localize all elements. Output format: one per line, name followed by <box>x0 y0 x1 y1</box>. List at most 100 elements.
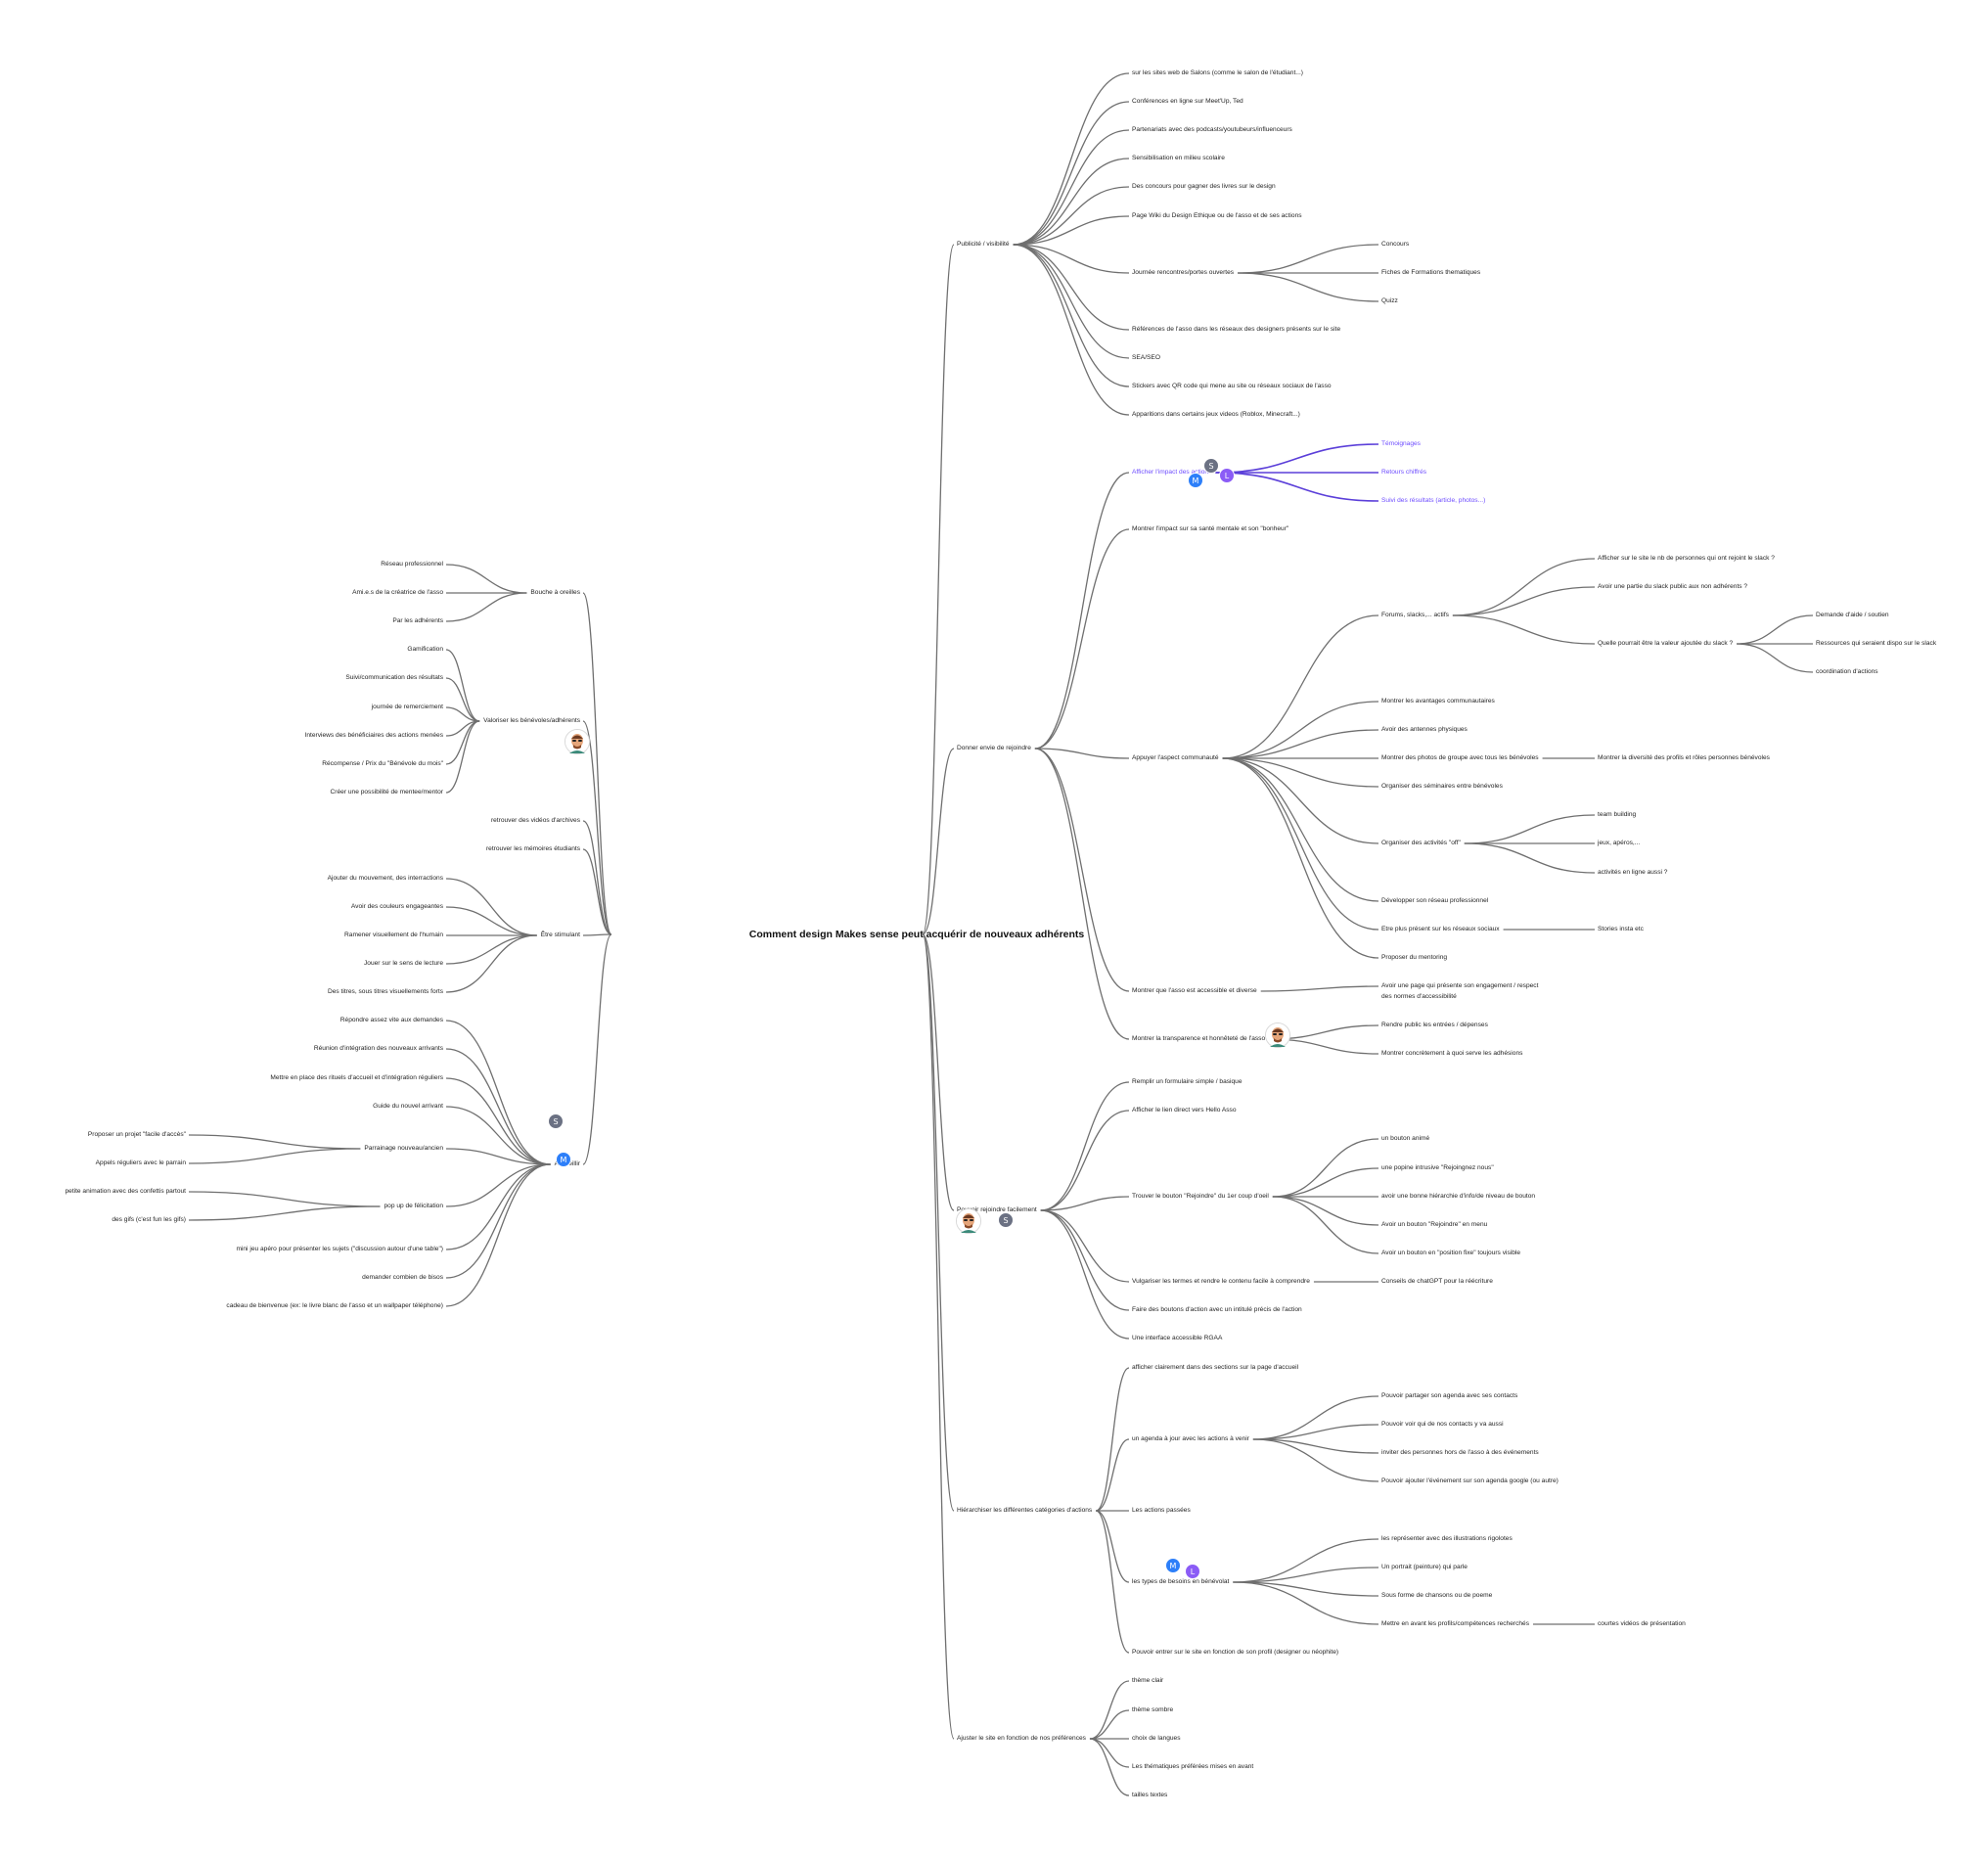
mindmap-node-r1h[interactable]: Références de l'asso dans les réseaux de… <box>1132 326 1341 333</box>
mindmap-node-r2a1[interactable]: Témoignages <box>1381 440 1421 447</box>
mindmap-node-r2e2[interactable]: Montrer concrètement à quoi serve les ad… <box>1381 1050 1523 1057</box>
mindmap-node-r2c6b[interactable]: jeux, apéros,... <box>1598 840 1641 846</box>
mindmap-node-r1k[interactable]: Apparitions dans certains jeux videos (R… <box>1132 411 1300 418</box>
mindmap-node-r1g2[interactable]: Fiches de Formations thematiques <box>1381 269 1481 276</box>
mindmap-node-l6g[interactable]: mini jeu apéro pour présenter les sujets… <box>236 1246 443 1252</box>
mindmap-node-r4c[interactable]: Les actions passées <box>1132 1507 1191 1514</box>
mindmap-node-r2d[interactable]: Montrer que l'asso est accessible et div… <box>1132 987 1257 994</box>
mindmap-node-r4[interactable]: Hiérarchiser les différentes catégories … <box>957 1507 1093 1514</box>
mindmap-node-l6f2[interactable]: des gifs (c'est fun les gifs) <box>112 1216 186 1223</box>
mindmap-node-r4b3[interactable]: inviter des personnes hors de l'asso à d… <box>1381 1449 1539 1456</box>
mindmap-node-r4b[interactable]: un agenda à jour avec les actions à veni… <box>1132 1435 1249 1442</box>
mindmap-node-l6b[interactable]: Réunion d'intégration des nouveaux arriv… <box>313 1045 443 1052</box>
mindmap-node-r2c6c[interactable]: activités en ligne aussi ? <box>1598 869 1668 876</box>
collaborator-avatar[interactable]: S <box>548 1113 564 1129</box>
mindmap-node-r3d1[interactable]: Conseils de chatGPT pour la réécriture <box>1381 1278 1493 1285</box>
mindmap-node-r4d4[interactable]: Mettre en avant les profils/compétences … <box>1381 1620 1529 1627</box>
collaborator-avatar[interactable]: M <box>1188 473 1203 488</box>
mindmap-node-r1c[interactable]: Partenariats avec des podcasts/youtubeur… <box>1132 126 1292 133</box>
collaborator-avatar[interactable]: M <box>1165 1558 1181 1573</box>
mindmap-node-r2c5[interactable]: Organiser des séminaires entre bénévoles <box>1381 783 1503 790</box>
mindmap-node-r2c1[interactable]: Forums, slacks,... actifs <box>1381 612 1449 618</box>
mindmap-node-r1b[interactable]: Conférences en ligne sur Meet'Up, Ted <box>1132 98 1243 105</box>
mindmap-node-l6f[interactable]: pop up de félicitation <box>384 1203 444 1209</box>
mindmap-node-r4d2[interactable]: Un portrait (peinture) qui parle <box>1381 1564 1468 1570</box>
mindmap-node-r2c[interactable]: Appuyer l'aspect communauté <box>1132 754 1219 761</box>
mindmap-node-r4d[interactable]: les types de besoins en bénévolat <box>1132 1578 1230 1585</box>
mindmap-node-r3c1[interactable]: un bouton animé <box>1381 1135 1430 1142</box>
mindmap-node-r3c5[interactable]: Avoir un bouton en "position fixe" toujo… <box>1381 1250 1521 1256</box>
mindmap-node-l4[interactable]: retrouver les mémoires étudiants <box>485 845 580 852</box>
mindmap-node-r3c[interactable]: Trouver le bouton "Rejoindre" du 1er cou… <box>1132 1193 1269 1200</box>
mindmap-node-r2c1c1[interactable]: Demande d'aide / soutien <box>1816 612 1889 618</box>
mindmap-node-r2c2[interactable]: Montrer les avantages communautaires <box>1381 698 1495 704</box>
mindmap-node-r5c[interactable]: choix de langues <box>1132 1735 1181 1742</box>
mindmap-node-r2a[interactable]: Afficher l'impact des actions <box>1132 469 1212 476</box>
mindmap-node-r3a[interactable]: Remplir un formulaire simple / basique <box>1132 1078 1242 1085</box>
mindmap-node-r1i[interactable]: SEA/SEO <box>1132 354 1160 361</box>
mindmap-node-r2a3[interactable]: Suivi des résultats (article, photos...) <box>1381 497 1486 504</box>
mindmap-node-l2[interactable]: Valoriser les bénévoles/adhérents <box>483 717 580 724</box>
mindmap-node-r3c4[interactable]: Avoir un bouton "Rejoindre" en menu <box>1381 1221 1488 1228</box>
mindmap-node-r2c8[interactable]: Etre plus présent sur les réseaux sociau… <box>1381 926 1500 932</box>
mindmap-node-r1j[interactable]: Stickers avec QR code qui mene au site o… <box>1132 383 1332 389</box>
mindmap-node-r4d3[interactable]: Sous forme de chansons ou de poeme <box>1381 1592 1493 1599</box>
mindmap-node-r1e[interactable]: Des concours pour gagner des livres sur … <box>1132 183 1276 190</box>
mindmap-node-l2f[interactable]: Créer une possibilité de mentee/mentor <box>330 789 443 795</box>
mindmap-node-l2b[interactable]: Suivi/communication des résultats <box>345 674 443 681</box>
mindmap-node-r2c9[interactable]: Proposer du mentoring <box>1381 954 1448 961</box>
mindmap-node-r1d[interactable]: Sensibilisation en milieu scolaire <box>1132 155 1225 161</box>
mindmap-node-r2c1c3[interactable]: coordination d'actions <box>1816 668 1878 675</box>
mindmap-node-r4d1[interactable]: les représenter avec des illustrations r… <box>1381 1535 1513 1542</box>
mindmap-node-r2c4a[interactable]: Montrer la diversité des profils et rôle… <box>1598 754 1770 761</box>
mindmap-node-r4d4a[interactable]: courtes vidéos de présentation <box>1598 1620 1686 1627</box>
mindmap-node-r3f[interactable]: Une interface accessible RGAA <box>1132 1335 1223 1341</box>
mindmap-node-r2e1[interactable]: Rendre public les entrées / dépenses <box>1381 1022 1488 1028</box>
mindmap-node-l6d[interactable]: Guide du nouvel arrivant <box>373 1103 443 1110</box>
central-topic[interactable]: Comment design Makes sense peut acquérir… <box>748 929 1085 940</box>
collaborator-avatar[interactable]: L <box>1219 468 1235 483</box>
mindmap-node-l2c[interactable]: journée de remerciement <box>371 704 443 710</box>
mindmap-node-r5d[interactable]: Les thématiques préférées mises en avant <box>1132 1763 1254 1770</box>
mindmap-node-r2c1c[interactable]: Quelle pourrait être la valeur ajoutée d… <box>1598 640 1734 647</box>
mindmap-node-r2c4[interactable]: Montrer des photos de groupe avec tous l… <box>1381 754 1539 761</box>
mindmap-node-r2c1b[interactable]: Avoir une partie du slack public aux non… <box>1598 583 1748 590</box>
mindmap-node-r4b1[interactable]: Pouvoir partager son agenda avec ses con… <box>1381 1392 1518 1399</box>
mindmap-node-r4a[interactable]: afficher clairement dans des sections su… <box>1132 1364 1299 1371</box>
mindmap-node-l3[interactable]: retrouver des vidéos d'archives <box>490 817 580 824</box>
mindmap-node-l5e[interactable]: Des titres, sous titres visuellements fo… <box>328 988 443 995</box>
mindmap-node-l2d[interactable]: Interviews des bénéficiaires des actions… <box>304 732 443 739</box>
mindmap-node-l1b[interactable]: Ami.e.s de la créatrice de l'asso <box>352 589 443 596</box>
mindmap-node-r2c6a[interactable]: team building <box>1598 811 1637 818</box>
mindmap-node-l2a[interactable]: Gamification <box>407 646 443 653</box>
mindmap-node-l5c[interactable]: Ramener visuellement de l'humain <box>344 932 443 938</box>
mindmap-node-l5d[interactable]: Jouer sur le sens de lecture <box>364 960 443 967</box>
mindmap-node-l6f1[interactable]: petite animation avec des confettis part… <box>65 1188 186 1195</box>
mindmap-node-r1f[interactable]: Page Wiki du Design Ethique ou de l'asso… <box>1132 212 1302 219</box>
collaborator-avatar[interactable]: L <box>1185 1564 1200 1579</box>
mindmap-node-r5b[interactable]: thème sombre <box>1132 1706 1174 1713</box>
collaborator-avatar[interactable]: M <box>556 1152 571 1167</box>
mindmap-node-l1a[interactable]: Réseau professionnel <box>381 561 443 568</box>
mindmap-node-r2a2[interactable]: Retours chiffrés <box>1381 469 1427 476</box>
mindmap-node-r2c8a[interactable]: Stories insta etc <box>1598 926 1644 932</box>
user-photo-avatar[interactable] <box>565 729 590 754</box>
mindmap-node-r5e[interactable]: tailles textes <box>1132 1792 1168 1798</box>
mindmap-node-r2d1b[interactable]: des normes d'accessibilité <box>1381 993 1457 1000</box>
mindmap-node-r5a[interactable]: thème clair <box>1132 1677 1164 1684</box>
mindmap-node-r2c6[interactable]: Organiser des activités "off" <box>1381 840 1461 846</box>
mindmap-node-l5[interactable]: Être stimulant <box>540 932 580 938</box>
user-photo-avatar[interactable] <box>1265 1022 1290 1048</box>
mindmap-node-l6i[interactable]: cadeau de bienvenue (ex: le livre blanc … <box>226 1302 443 1309</box>
mindmap-node-l5b[interactable]: Avoir des couleurs engageantes <box>350 903 443 910</box>
mindmap-node-l5a[interactable]: Ajouter du mouvement, des interractions <box>327 875 443 882</box>
mindmap-node-r3e[interactable]: Faire des boutons d'action avec un intit… <box>1132 1306 1302 1313</box>
collaborator-avatar[interactable]: S <box>1203 458 1219 474</box>
mindmap-node-r1a[interactable]: sur les sites web de Salons (comme le sa… <box>1132 69 1303 76</box>
mindmap-node-r4b2[interactable]: Pouvoir voir qui de nos contacts y va au… <box>1381 1421 1504 1428</box>
mindmap-node-l6c[interactable]: Mettre en place des rituels d'accueil et… <box>270 1074 443 1081</box>
mindmap-node-r1g1[interactable]: Concours <box>1381 241 1410 248</box>
mindmap-node-r2c3[interactable]: Avoir des antennes physiques <box>1381 726 1468 733</box>
mindmap-node-r1[interactable]: Publicité / visibilité <box>957 241 1010 248</box>
user-photo-avatar[interactable] <box>956 1208 981 1234</box>
